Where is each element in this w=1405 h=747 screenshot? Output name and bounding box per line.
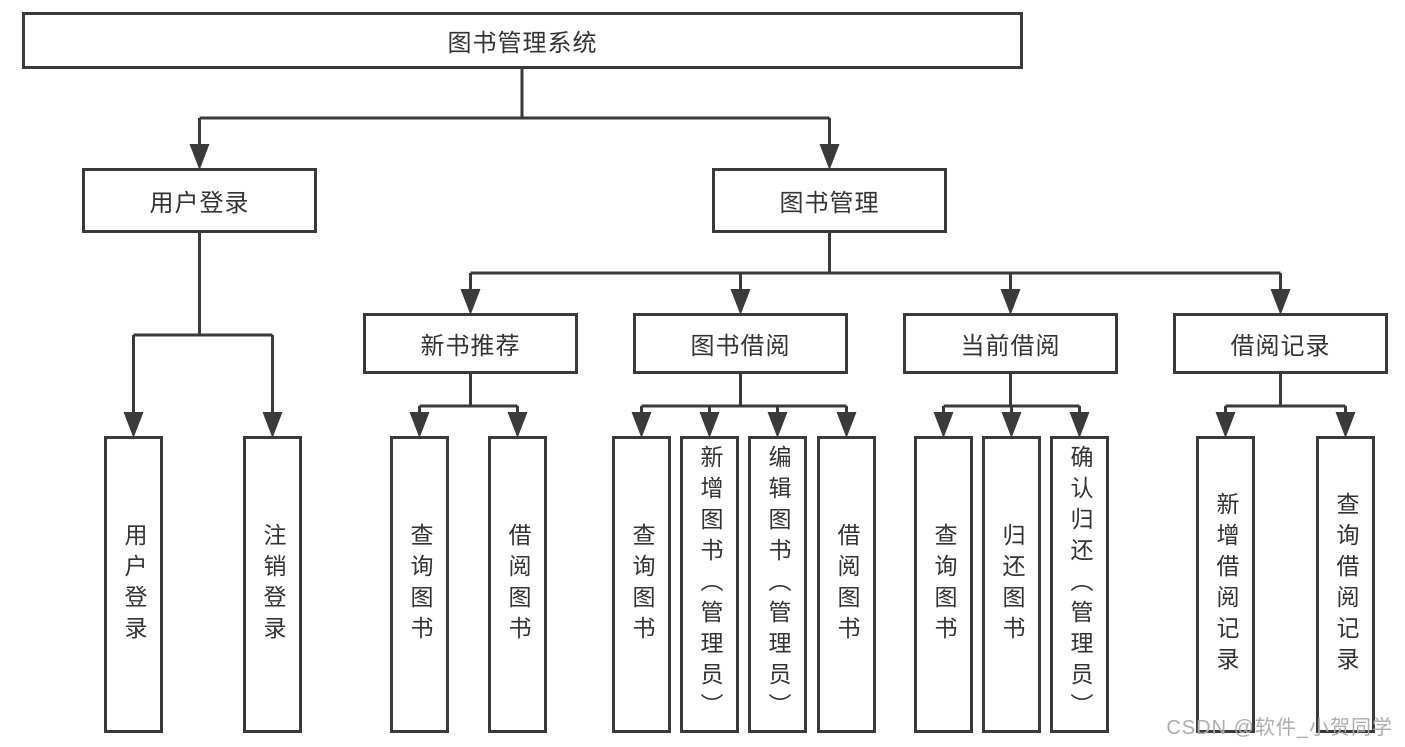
- leaf-borrow-edit-books-admin: 编辑图书（管理员）: [748, 436, 807, 733]
- leaf-logout: 注销登录: [243, 436, 302, 733]
- edge-currentborrow-split: [942, 374, 1081, 412]
- leaf-current-return-books-label: 归还图书: [999, 522, 1025, 647]
- node-borrow-record: 借阅记录: [1173, 313, 1388, 374]
- arrow-icon: [409, 412, 430, 438]
- leaf-current-query-books: 查询图书: [914, 436, 973, 733]
- arrow-icon: [767, 412, 788, 438]
- leaf-current-return-books: 归还图书: [982, 436, 1041, 733]
- arrow-icon: [836, 412, 857, 438]
- leaf-logout-label: 注销登录: [260, 522, 286, 647]
- node-root: 图书管理系统: [22, 12, 1023, 69]
- arrow-icon: [699, 412, 720, 438]
- edge-bookborrow-split: [640, 374, 848, 412]
- arrow-icon: [1069, 412, 1090, 438]
- leaf-current-query-books-label: 查询图书: [931, 522, 957, 647]
- leaf-borrow-borrow-books: 借阅图书: [817, 436, 876, 733]
- leaf-current-confirm-return-admin-label: 确认归还（管理员）: [1067, 445, 1093, 724]
- leaf-newbook-query-books-label: 查询图书: [407, 522, 433, 647]
- arrow-icon: [819, 144, 840, 170]
- node-current-borrow: 当前借阅: [903, 313, 1118, 374]
- arrow-icon: [262, 412, 283, 438]
- arrow-icon: [933, 412, 954, 438]
- leaf-newbook-borrow-books-label: 借阅图书: [505, 522, 531, 647]
- leaf-user-login-label: 用户登录: [121, 522, 147, 647]
- edge-borrowrecord-split: [1224, 374, 1347, 412]
- arrow-icon: [631, 412, 652, 438]
- leaf-borrow-query-books: 查询图书: [612, 436, 671, 733]
- node-book-management: 图书管理: [712, 168, 947, 233]
- edge-userlogin-split: [132, 233, 274, 412]
- arrow-icon: [730, 289, 751, 315]
- arrow-icon: [1000, 289, 1021, 315]
- leaf-borrow-query-books-label: 查询图书: [629, 522, 655, 647]
- arrow-icon: [460, 289, 481, 315]
- leaf-record-add-borrow-record-label: 新增借阅记录: [1213, 491, 1239, 678]
- node-borrow-record-label: 借阅记录: [1230, 333, 1331, 360]
- arrow-icon: [1001, 412, 1022, 438]
- csdn-watermark: CSDN @软件_小贺同学: [1166, 717, 1393, 739]
- edge-newbook-split: [418, 374, 519, 412]
- arrow-icon: [189, 144, 210, 170]
- node-book-management-label: 图书管理: [779, 190, 880, 217]
- leaf-record-query-borrow-record: 查询借阅记录: [1316, 436, 1375, 733]
- node-current-borrow-label: 当前借阅: [960, 333, 1061, 360]
- leaf-record-query-borrow-record-label: 查询借阅记录: [1333, 491, 1359, 678]
- node-book-borrow-label: 图书借阅: [690, 333, 791, 360]
- node-user-login: 用户登录: [82, 168, 317, 233]
- arrow-icon: [1335, 412, 1356, 438]
- node-new-book-recommend-label: 新书推荐: [420, 333, 521, 360]
- arrow-icon: [1215, 412, 1236, 438]
- leaf-newbook-query-books: 查询图书: [390, 436, 449, 733]
- leaf-borrow-add-books-admin: 新增图书（管理员）: [680, 436, 739, 733]
- arrowheads: [123, 144, 1356, 438]
- leaf-record-add-borrow-record: 新增借阅记录: [1196, 436, 1255, 733]
- leaf-borrow-borrow-books-label: 借阅图书: [834, 522, 860, 647]
- arrow-icon: [1270, 289, 1291, 315]
- node-user-login-label: 用户登录: [149, 190, 250, 217]
- leaf-current-confirm-return-admin: 确认归还（管理员）: [1050, 436, 1109, 733]
- node-new-book-recommend: 新书推荐: [363, 313, 578, 374]
- leaf-user-login: 用户登录: [104, 436, 163, 733]
- node-book-borrow: 图书借阅: [633, 313, 848, 374]
- arrow-icon: [507, 412, 528, 438]
- leaf-borrow-add-books-admin-label: 新增图书（管理员）: [697, 445, 723, 724]
- arrow-icon: [123, 412, 144, 438]
- leaf-borrow-edit-books-admin-label: 编辑图书（管理员）: [765, 445, 791, 724]
- node-root-label: 图书管理系统: [447, 30, 598, 57]
- leaf-newbook-borrow-books: 借阅图书: [488, 436, 547, 733]
- edge-bookmgmt-split: [469, 233, 1282, 289]
- edge-root-split: [198, 69, 831, 144]
